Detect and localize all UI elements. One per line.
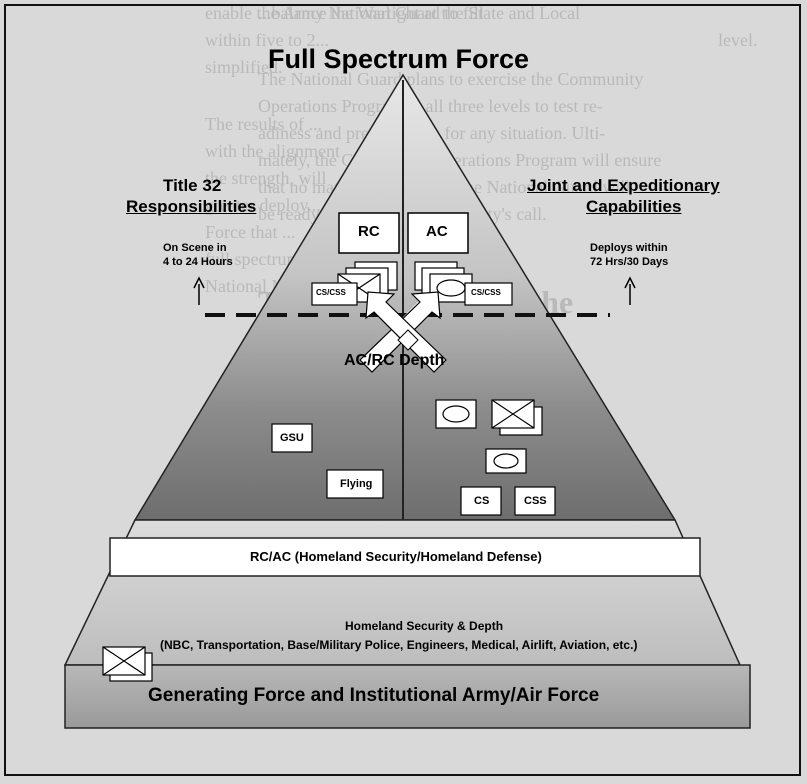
right-up-arrow-icon: [624, 276, 636, 305]
cs-label: CS: [474, 495, 490, 507]
bg-line: level.: [718, 30, 758, 50]
pyramid-upper: [133, 73, 677, 521]
flying-label: Flying: [340, 478, 373, 490]
diagram-frame: [4, 4, 801, 776]
bg-line: The National Guard plans to exercise the…: [258, 69, 644, 89]
rc-box: [338, 212, 400, 254]
left-up-arrow-icon: [193, 276, 205, 305]
right-heading-line1: Joint and Expeditionary: [527, 176, 720, 195]
cs-css-label-right: CS/CSS: [471, 288, 501, 297]
rc-label: RC: [358, 223, 380, 240]
bg-line: ...balance the Wartight at the State and…: [258, 3, 581, 23]
cs-css-box-left: [311, 282, 358, 306]
flying-box: [326, 469, 384, 499]
bg-line: greater deploy...: [205, 195, 321, 215]
homeland-band: [109, 537, 701, 577]
ac-box: [407, 212, 469, 254]
armor-unit-icon-c: [485, 448, 527, 474]
cs-css-label-left: CS/CSS: [316, 288, 346, 297]
gsu-label: GSU: [280, 432, 304, 444]
infantry-unit-icon-b: [491, 399, 543, 436]
bg-line: within five to 2...: [205, 30, 329, 50]
gsu-box: [271, 423, 313, 453]
right-note-line2: 72 Hrs/30 Days: [590, 256, 669, 268]
bg-line: The results of ...: [205, 114, 322, 134]
left-heading-line2: Responsibilities: [126, 197, 257, 216]
css-box: [514, 486, 556, 516]
bg-line: the strength, will: [205, 168, 327, 188]
left-heading-line1: Title 32: [163, 176, 222, 195]
diagram-title: Full Spectrum Force: [268, 44, 530, 74]
band-label: RC/AC (Homeland Security/Homeland Defens…: [250, 549, 542, 564]
left-note-line1: On Scene in: [163, 242, 227, 254]
bg-line: enable the Army National Guard to fill: [205, 3, 484, 23]
cs-css-box-right: [464, 282, 513, 306]
bg-line: with the alignment: [205, 141, 340, 161]
homeland-line2: (NBC, Transportation, Base/Military Poli…: [160, 638, 638, 652]
bg-line: simplified.: [205, 57, 283, 77]
homeland-line1: Homeland Security & Depth: [345, 619, 504, 633]
cs-box: [460, 486, 502, 516]
armor-unit-icon-a: [435, 399, 477, 429]
right-note-line1: Deploys within: [590, 242, 668, 254]
bg-line: Force that ...: [205, 222, 296, 242]
depth-arrows-icon: [359, 291, 447, 373]
pyramid-base: [64, 664, 751, 729]
homeland-unit-icon: [102, 646, 153, 682]
bg-line: Operations Program at all three levels t…: [258, 96, 603, 116]
base-label: Generating Force and Institutional Army/…: [148, 685, 600, 706]
depth-label: AC/RC Depth: [344, 352, 445, 369]
right-heading-line2: Capabilities: [586, 197, 682, 216]
css-label: CSS: [524, 495, 547, 507]
ac-label: AC: [426, 223, 448, 240]
left-note-line2: 4 to 24 Hours: [163, 256, 233, 268]
